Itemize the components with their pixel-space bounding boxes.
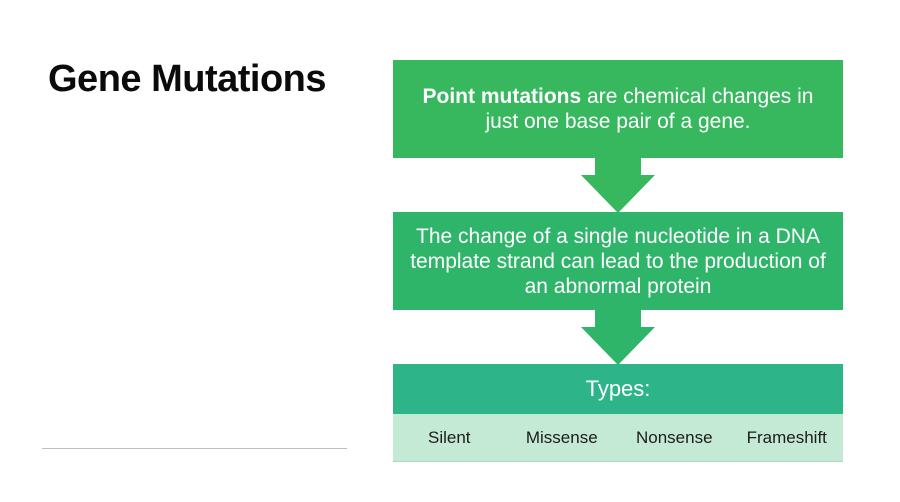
point-mutation-rest: are chemical changes in just one base pa… bbox=[485, 85, 814, 133]
types-header: Types: bbox=[393, 364, 843, 414]
type-nonsense: Nonsense bbox=[635, 427, 713, 447]
nucleotide-change-box: The change of a single nucleotide in a D… bbox=[393, 212, 843, 310]
down-arrow-icon bbox=[581, 327, 655, 365]
point-mutation-box: Point mutations are chemical changes in … bbox=[393, 60, 843, 158]
nucleotide-change-text: The change of a single nucleotide in a D… bbox=[410, 224, 826, 298]
down-arrow-2-stem bbox=[595, 310, 641, 328]
types-row: Silent Missense Nonsense Frameshift bbox=[393, 414, 843, 462]
type-frameshift: Frameshift bbox=[746, 427, 827, 447]
type-silent: Silent bbox=[427, 427, 471, 447]
down-arrow-icon bbox=[581, 175, 655, 213]
slide-title: Gene Mutations bbox=[48, 58, 327, 100]
type-missense: Missense bbox=[525, 427, 598, 447]
point-mutation-bold: Point mutations bbox=[422, 85, 582, 108]
down-arrow-1-stem bbox=[595, 158, 641, 176]
divider-line bbox=[42, 448, 347, 449]
point-mutation-text: Point mutations are chemical changes in … bbox=[407, 84, 829, 134]
